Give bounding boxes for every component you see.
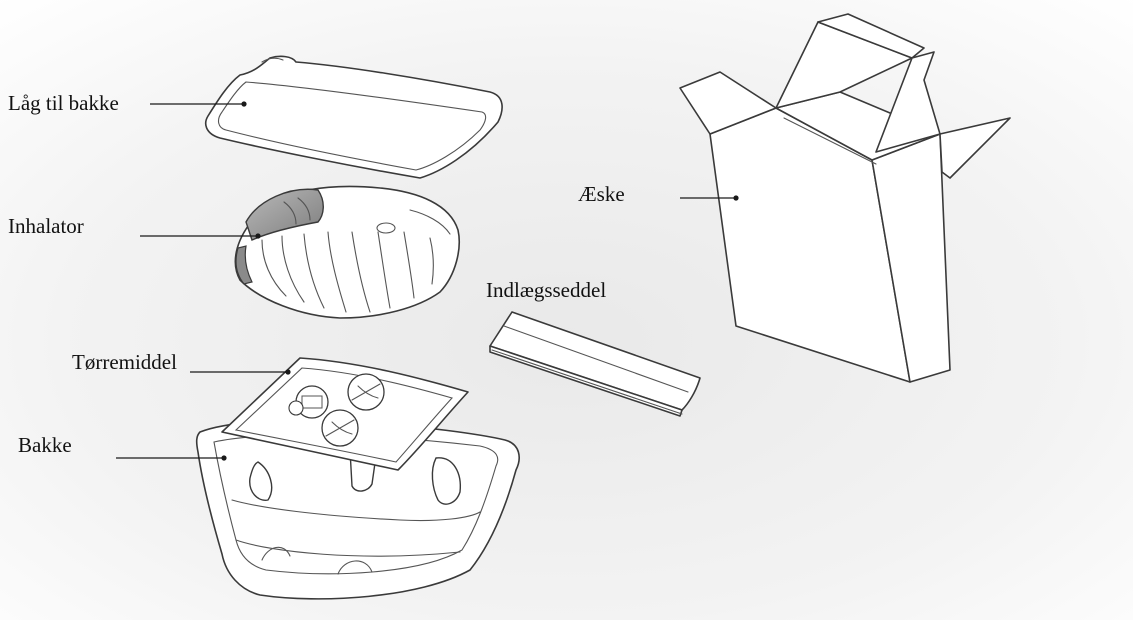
tray-lid-illustration [204,55,503,179]
label-box: Æske [578,182,625,206]
label-tray-lid: Låg til bakke [8,91,119,115]
carton-box-illustration [679,13,1011,383]
label-desiccant: Tørremiddel [72,350,177,374]
leader-box-dot [733,195,739,201]
leader-desiccant-dot [285,369,291,375]
leader-inhaler-dot [255,233,261,239]
leader-lid-dot [241,101,247,107]
desiccant-sachet-illustration [221,357,469,471]
leader-lines [116,101,739,461]
leader-tray-dot [221,455,227,461]
label-inhaler: Inhalator [8,214,84,238]
label-leaflet: Indlægsseddel [486,278,607,302]
package-leaflet-illustration [489,311,701,417]
inhaler-illustration [234,185,460,319]
label-tray: Bakke [18,433,72,457]
